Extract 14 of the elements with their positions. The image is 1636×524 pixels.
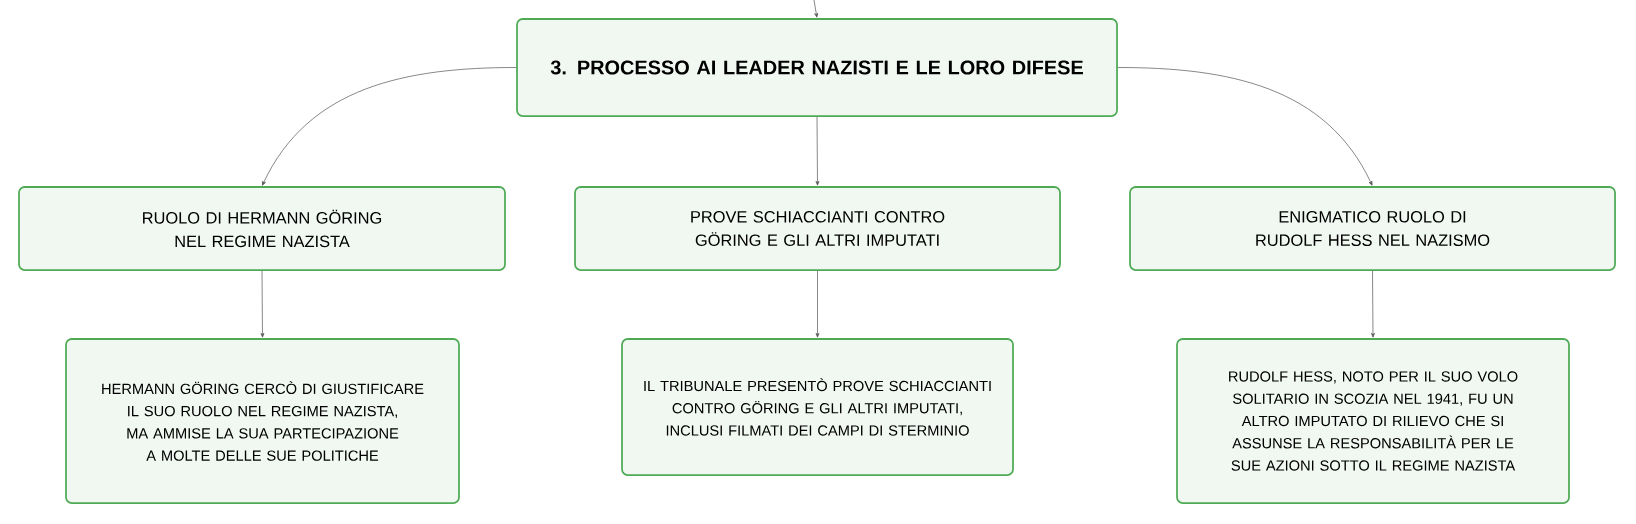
arrow: [260, 270, 265, 338]
subtopic-box: RUOLO DI HERMANN GÖRING NEL REGIME NAZISTA: [18, 186, 506, 271]
subtopic-box: PROVE SCHIACCIANTI CONTRO GÖRING E GLI ALTRI IMPUTATI: [574, 186, 1061, 271]
detail-box: HERMANN GÖRING CERCÒ DI GIUSTIFICARE IL SUO RUOLO NEL REGIME NAZISTA, MA AMMISE LA SUA PARTECIPAZIONE A MOLTE DELLE SUE POLITICHE: [65, 338, 460, 504]
arrow: [813, 0, 819, 18]
arrow: [1371, 270, 1375, 338]
arrow: [1117, 67, 1373, 186]
subtopic-box: ENIGMATICO RUOLO DI RUDOLF HESS NEL NAZISMO: [1129, 186, 1616, 271]
arrow: [815, 270, 820, 338]
arrow: [815, 116, 820, 186]
detail-box: IL TRIBUNALE PRESENTÒ PROVE SCHIACCIANTI CONTRO GÖRING E GLI ALTRI IMPUTATI, INCLUSI FILMATI DEI CAMPI DI STERMINIO: [621, 338, 1014, 476]
detail-box: RUDOLF HESS, NOTO PER IL SUO VOLO SOLITARIO IN SCOZIA NEL 1941, FU UN ALTRO IMPUTATO DI RILIEVO CHE SI ASSUNSE LA RESPONSABILITÀ PER LE SUE AZIONI SOTTO IL REGIME NAZISTA: [1176, 338, 1570, 504]
arrow: [262, 67, 517, 186]
topic-box: 3. PROCESSO AI LEADER NAZISTI E LE LORO DIFESE: [516, 18, 1118, 117]
